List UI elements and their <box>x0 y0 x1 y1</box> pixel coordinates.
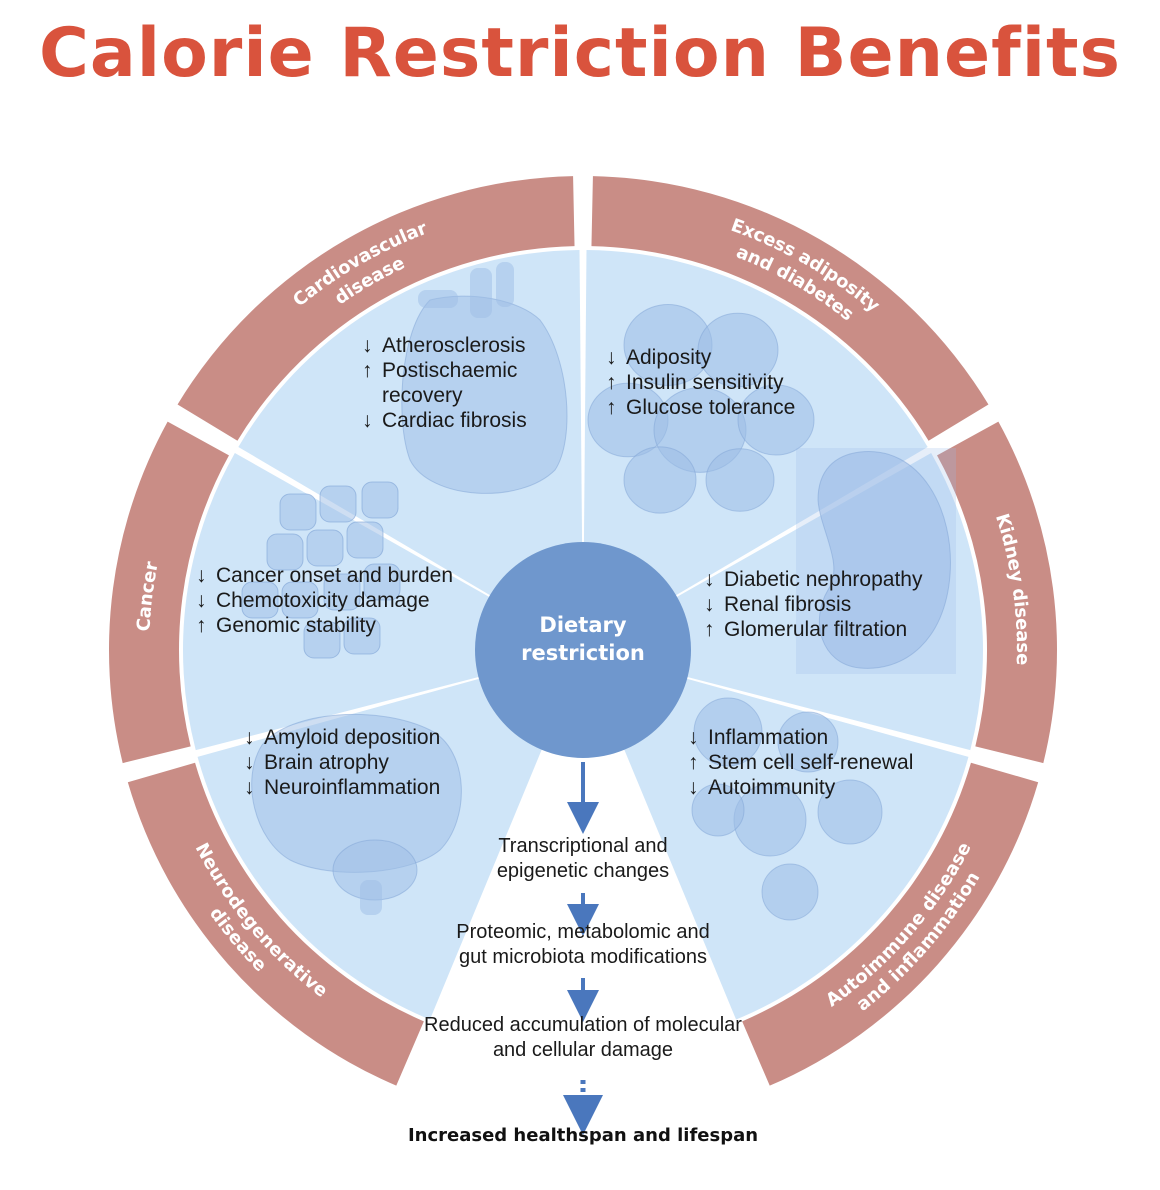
effect-arrow: ↑ <box>688 751 699 774</box>
flow-step: Proteomic, metabolomic and <box>456 921 709 943</box>
effect-arrow: ↓ <box>704 568 715 591</box>
effect-arrow: ↑ <box>704 618 715 641</box>
effect-text: Amyloid deposition <box>264 726 440 749</box>
effect-arrow: ↓ <box>688 776 699 799</box>
effect-text: Diabetic nephropathy <box>724 568 923 591</box>
flow-step: epigenetic changes <box>497 860 669 882</box>
effect-arrow: ↓ <box>244 751 255 774</box>
effect-arrow: ↓ <box>244 726 255 749</box>
mechanism-flow: Transcriptional and epigenetic changesPro… <box>408 762 758 1146</box>
effect-arrow: ↓ <box>606 346 617 369</box>
effect-kidney: ↓ Renal fibrosis <box>704 593 851 616</box>
effect-text: Adiposity <box>626 346 712 369</box>
immune-cells-illustration <box>691 697 883 921</box>
kidney-illustration <box>796 448 956 674</box>
effect-text: Atherosclerosis <box>382 334 526 357</box>
brain-illustration <box>251 713 462 915</box>
center-label: restriction <box>521 641 645 665</box>
center-label: Dietary <box>539 613 626 637</box>
flow-step: and cellular damage <box>493 1039 673 1061</box>
effect-kidney: ↓ Diabetic nephropathy <box>704 568 923 591</box>
effect-cardiovascular: ↓ Cardiac fibrosis <box>362 409 527 432</box>
effect-cancer: ↑ Genomic stability <box>196 614 376 637</box>
effect-arrow: ↓ <box>196 589 207 612</box>
effect-text: Autoimmunity <box>708 776 836 799</box>
effect-arrow: ↑ <box>362 359 373 382</box>
effect-arrow: ↓ <box>362 334 373 357</box>
effect-cancer: ↓ Cancer onset and burden <box>196 564 453 587</box>
effect-arrow: ↓ <box>362 409 373 432</box>
heart-illustration <box>401 262 568 494</box>
effect-arrow: ↓ <box>704 593 715 616</box>
effect-neurodegenerative: ↓ Neuroinflammation <box>244 776 440 799</box>
effect-text: Glomerular filtration <box>724 618 907 641</box>
effect-arrow: ↓ <box>244 776 255 799</box>
flow-step: Reduced accumulation of molecular <box>424 1014 742 1036</box>
ring-segment-cancer <box>109 421 229 764</box>
effect-text: Postischaemic <box>382 359 517 382</box>
effect-arrow: ↓ <box>688 726 699 749</box>
ring-segment-cardiovascular <box>177 176 575 441</box>
tumour-cells-illustration <box>241 481 401 659</box>
effect-autoimmune: ↑ Stem cell self-renewal <box>688 751 913 774</box>
flow-step: gut microbiota modifications <box>459 946 707 968</box>
flow-step: Transcriptional and <box>498 835 667 857</box>
effect-adiposity: ↑ Glucose tolerance <box>606 396 795 419</box>
ring-segment-kidney <box>937 421 1057 764</box>
effect-text: Cancer onset and burden <box>216 564 453 587</box>
effect-text: Glucose tolerance <box>626 396 795 419</box>
effect-adiposity: ↑ Insulin sensitivity <box>606 371 784 394</box>
ring-segment-neurodegenerative <box>127 762 424 1086</box>
effect-arrow: ↑ <box>196 614 207 637</box>
effect-arrow: ↑ <box>606 371 617 394</box>
effect-cardiovascular: ↑ Postischaemic <box>362 359 517 382</box>
effect-text: Insulin sensitivity <box>626 371 784 394</box>
effect-adiposity: ↓ Adiposity <box>606 346 712 369</box>
effect-autoimmune: ↓ Inflammation <box>688 726 828 749</box>
page-title: Calorie Restriction Benefits <box>38 14 1122 93</box>
effect-neurodegenerative: ↓ Amyloid deposition <box>244 726 440 749</box>
fat-cells-illustration <box>587 304 815 514</box>
effect-cardiovascular: ↓ Atherosclerosis <box>362 334 526 357</box>
center-circle <box>475 542 691 758</box>
effect-text: Stem cell self-renewal <box>708 751 913 774</box>
effect-text: Genomic stability <box>216 614 376 637</box>
flow-outcome: Increased healthspan and lifespan <box>408 1125 758 1146</box>
effect-cancer: ↓ Chemotoxicity damage <box>196 589 430 612</box>
effect-neurodegenerative: ↓ Brain atrophy <box>244 751 389 774</box>
effect-autoimmune: ↓ Autoimmunity <box>688 776 836 799</box>
effect-cardiovascular: recovery <box>382 384 463 407</box>
effect-kidney: ↑ Glomerular filtration <box>704 618 907 641</box>
effect-text: Brain atrophy <box>264 751 389 774</box>
effect-arrow: ↓ <box>196 564 207 587</box>
effect-text: Chemotoxicity damage <box>216 589 430 612</box>
effect-text: Neuroinflammation <box>264 776 440 799</box>
ring-segment-adiposity <box>591 176 989 441</box>
effect-text: Inflammation <box>708 726 828 749</box>
effect-text: Cardiac fibrosis <box>382 409 527 432</box>
effect-text: recovery <box>382 384 463 407</box>
illustrations <box>241 262 956 921</box>
ring-segment-autoimmune <box>742 762 1039 1086</box>
flow-gap <box>404 650 762 1126</box>
effect-arrow: ↑ <box>606 396 617 419</box>
effect-text: Renal fibrosis <box>724 593 851 616</box>
